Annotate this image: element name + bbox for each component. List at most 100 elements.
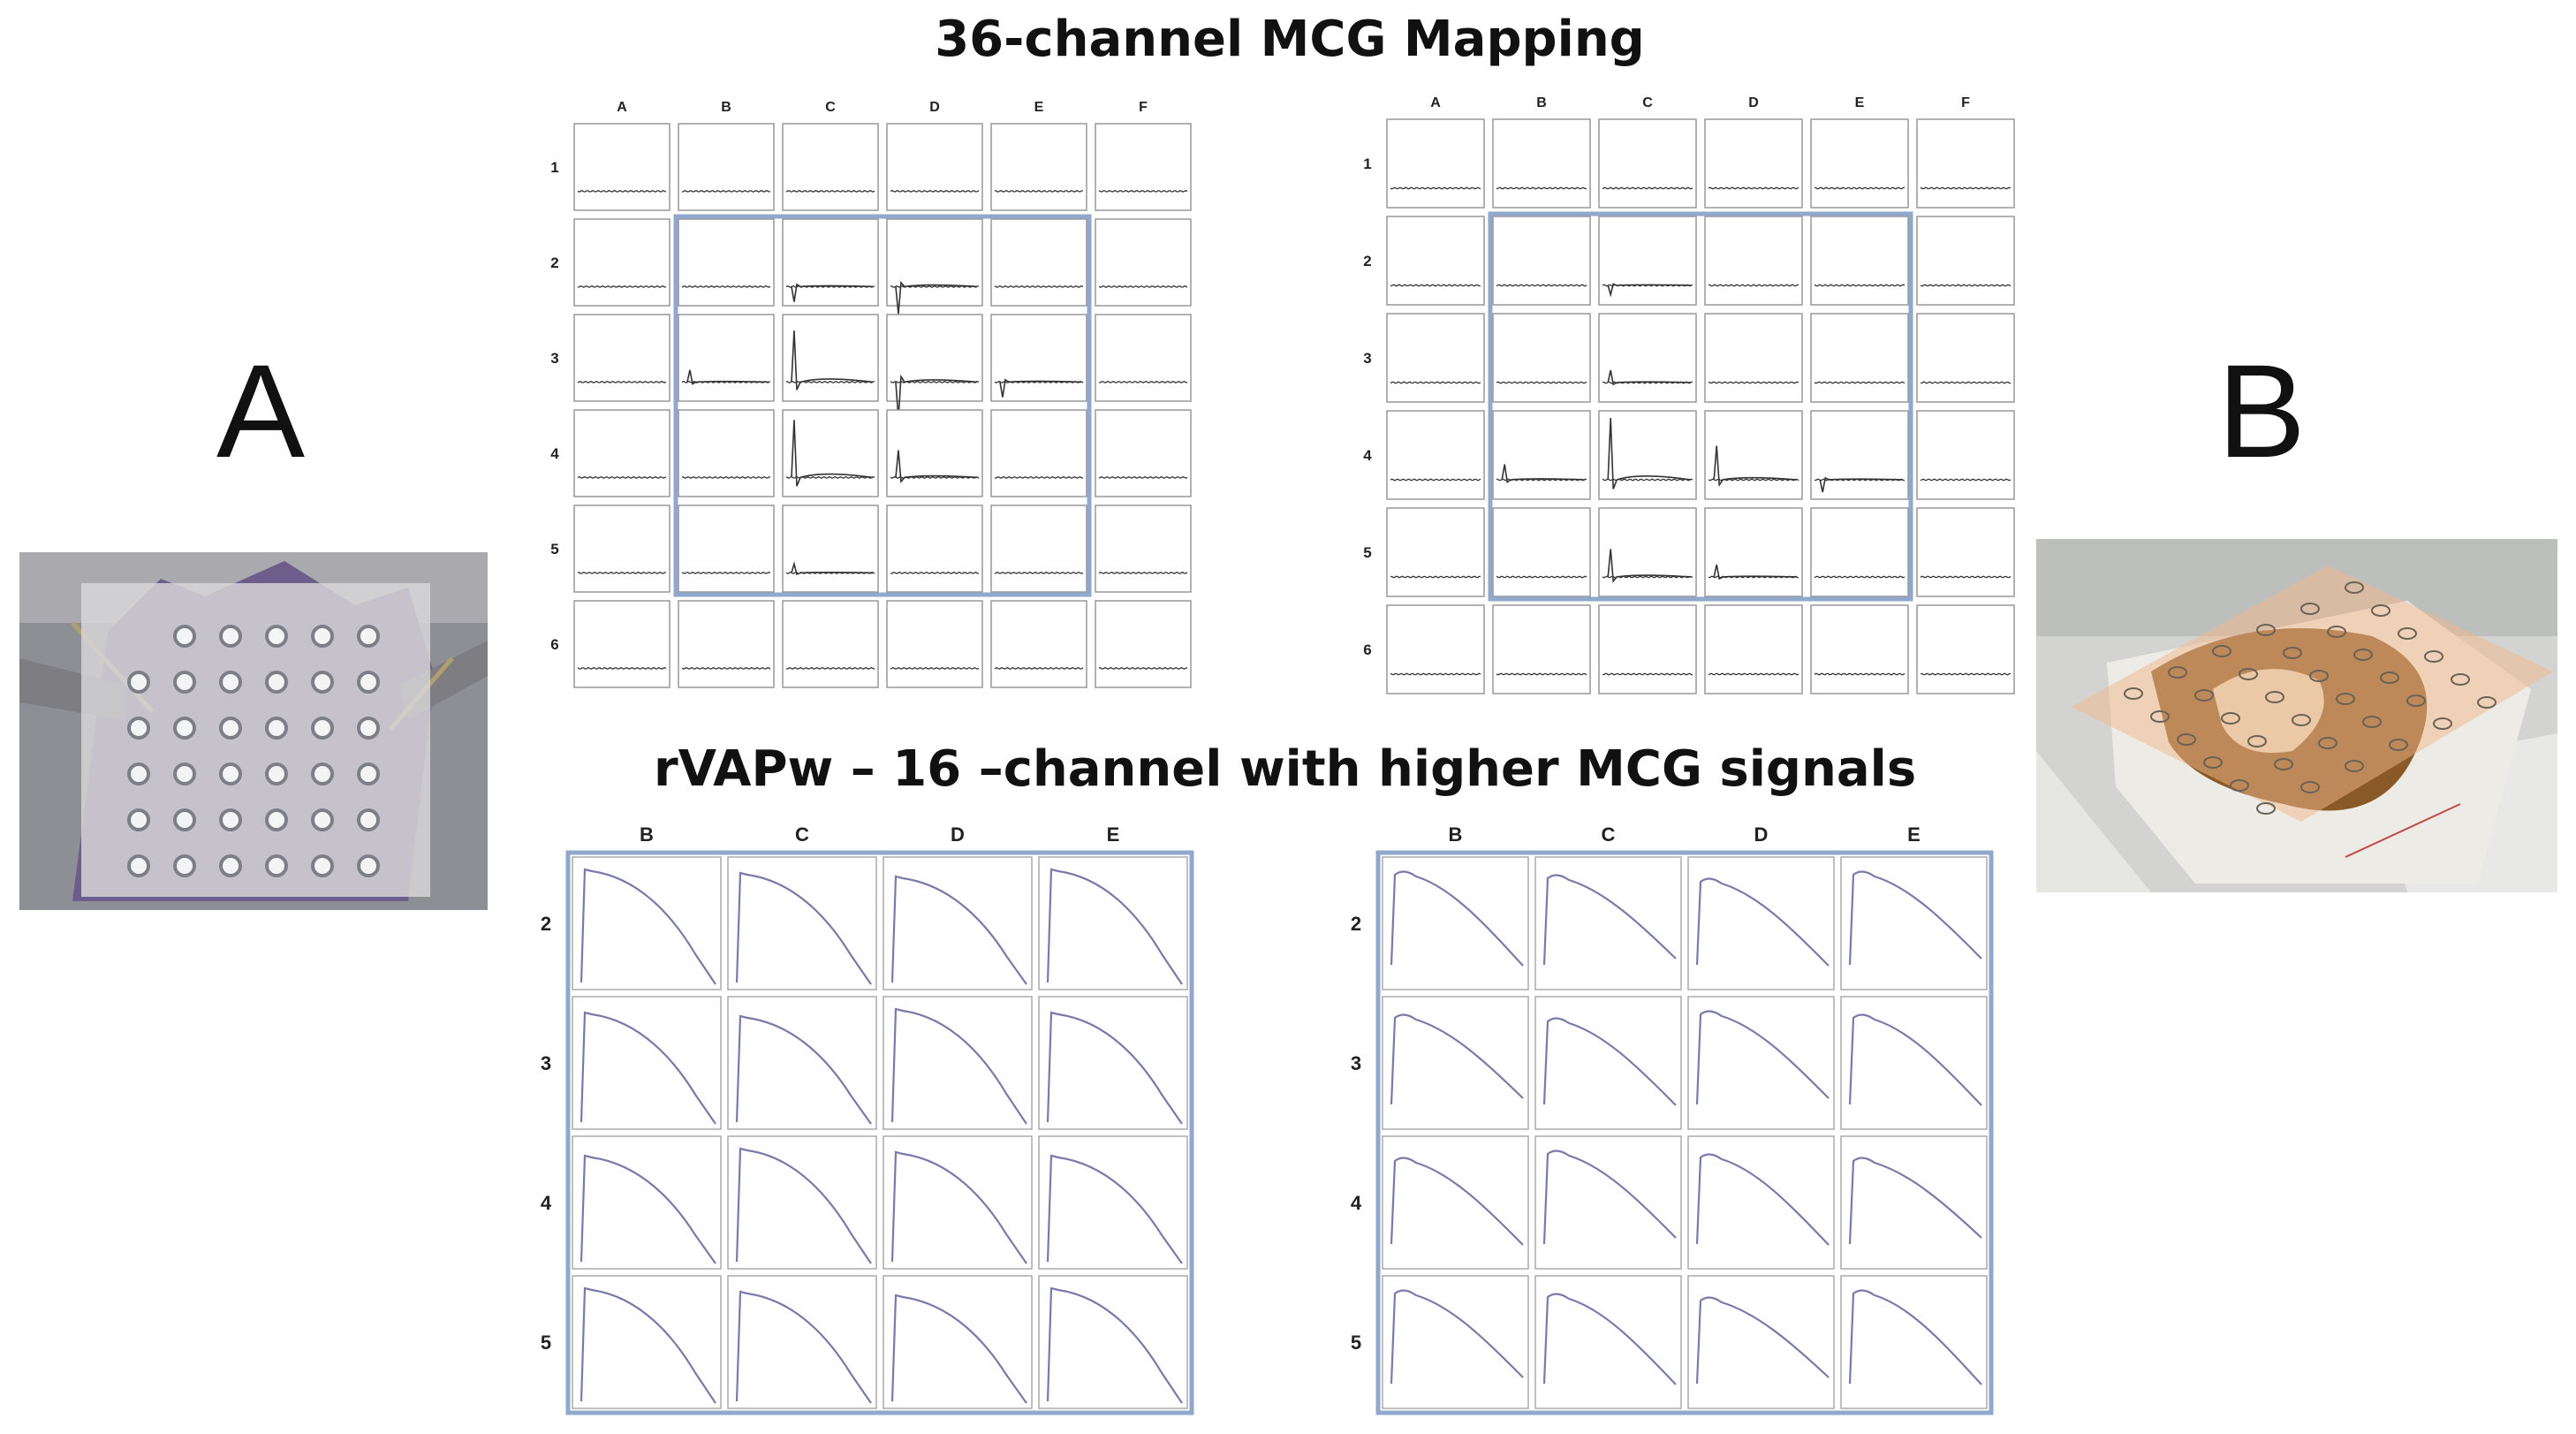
channel-cell <box>1704 507 1803 597</box>
row-label: 4 <box>541 1192 552 1214</box>
sensor-dot <box>2345 760 2364 772</box>
sensor-dot <box>2318 737 2337 749</box>
mcg-trace <box>1602 672 1693 676</box>
mcg-trace <box>1602 186 1693 190</box>
mcg-trace <box>1390 284 1481 287</box>
mcg-peak <box>895 280 978 315</box>
mcg-trace <box>681 571 771 574</box>
channel-cell <box>573 505 671 593</box>
column-label: C <box>1642 95 1653 110</box>
channel-cell <box>1492 507 1591 597</box>
channel-cell <box>1704 410 1803 500</box>
sensor-dot <box>2212 645 2231 657</box>
channel-cell <box>1598 313 1697 403</box>
channel-cell <box>1840 1135 1988 1270</box>
mcg-trace <box>1390 672 1481 676</box>
channel-cell <box>573 314 671 402</box>
channel-cell <box>883 1275 1033 1409</box>
channel-cell <box>727 1135 877 1270</box>
channel-cell <box>990 218 1087 307</box>
channel-cell <box>1386 604 1485 694</box>
mcg-peak <box>686 369 769 385</box>
mcg-peak <box>1607 283 1692 298</box>
sensor-dot <box>2239 668 2258 680</box>
mcg-trace <box>994 285 1084 288</box>
sensor-dot <box>2150 710 2170 723</box>
sensor-dot <box>219 717 242 740</box>
mcg-peak <box>1713 564 1798 580</box>
row-label: 2 <box>541 913 551 935</box>
mcg-peak <box>895 450 978 484</box>
mcg-trace <box>1496 186 1587 190</box>
mcg-trace <box>994 571 1084 574</box>
photo-b-illustration <box>2036 539 2557 892</box>
channel-cell <box>1492 410 1591 500</box>
photo-a-illustration <box>19 552 488 910</box>
row-label: 5 <box>550 541 558 558</box>
mcg-trace <box>1920 672 2012 676</box>
channel-cell <box>1382 1275 1529 1409</box>
mcg-trace <box>1814 381 1905 384</box>
row-label: 6 <box>550 636 558 653</box>
rvap-trace <box>1848 870 1982 966</box>
channel-cell <box>1916 604 2015 694</box>
column-label: D <box>929 100 940 115</box>
photo-sensor-array-a <box>19 552 488 910</box>
highlight-frame <box>565 850 1194 1415</box>
sensor-dot <box>2406 694 2426 707</box>
mcg-trace <box>1098 475 1188 479</box>
channel-cell <box>990 314 1087 402</box>
channel-cell <box>1095 218 1192 307</box>
mcg-trace <box>890 571 980 574</box>
row-label: 1 <box>1363 156 1371 172</box>
channel-cell <box>886 218 983 307</box>
sensor-dot <box>2256 802 2276 815</box>
panel-label-a: A <box>216 337 306 485</box>
column-label: A <box>617 100 627 115</box>
rvap-trace <box>890 1150 1027 1264</box>
sensor-dot <box>357 625 380 648</box>
sensor-dot <box>265 671 288 694</box>
sensor-dot <box>2433 717 2452 730</box>
sensor-dot <box>2203 756 2223 769</box>
rvap-trace <box>1542 1149 1677 1245</box>
mcg-trace <box>995 475 1084 479</box>
sensor-dot <box>2292 714 2311 726</box>
rvap-trace <box>1390 1289 1524 1385</box>
sensor-dot <box>2309 670 2329 682</box>
sensor-dot <box>2124 687 2143 700</box>
sensor-dot <box>127 808 150 831</box>
channel-cell <box>1687 1135 1835 1270</box>
channel-cell <box>1810 313 1909 403</box>
channel-cell <box>1095 409 1192 497</box>
mcg-trace <box>577 475 667 479</box>
channel-cell <box>1095 314 1192 402</box>
rvap-trace <box>1848 1289 1982 1385</box>
rvap-trace <box>890 1007 1027 1125</box>
channel-cell <box>886 505 983 593</box>
sensor-dot <box>127 854 150 877</box>
row-label: 4 <box>1351 1192 1362 1214</box>
mcg-trace <box>577 666 667 670</box>
mcg-trace <box>1099 380 1188 383</box>
sensor-dot <box>2362 716 2382 728</box>
sensor-dot <box>2327 626 2346 638</box>
channel-cell <box>883 856 1033 990</box>
channel-cell <box>1386 313 1485 403</box>
channel-cell <box>1687 856 1835 990</box>
column-label: D <box>951 823 965 846</box>
sensor-dot <box>311 808 334 831</box>
column-label: C <box>795 823 809 846</box>
channel-cell <box>782 505 879 593</box>
channel-cell <box>883 1135 1033 1270</box>
channel-cell <box>990 505 1087 593</box>
channel-cell <box>1598 604 1697 694</box>
mcg-trace <box>681 666 771 670</box>
rvap-trace <box>1046 1286 1183 1404</box>
mcg-peak <box>999 378 1082 398</box>
mcg-peak <box>791 561 874 576</box>
channel-cell <box>1810 604 1909 694</box>
channel-cell <box>1095 123 1192 211</box>
rvap-trace <box>735 1290 872 1404</box>
